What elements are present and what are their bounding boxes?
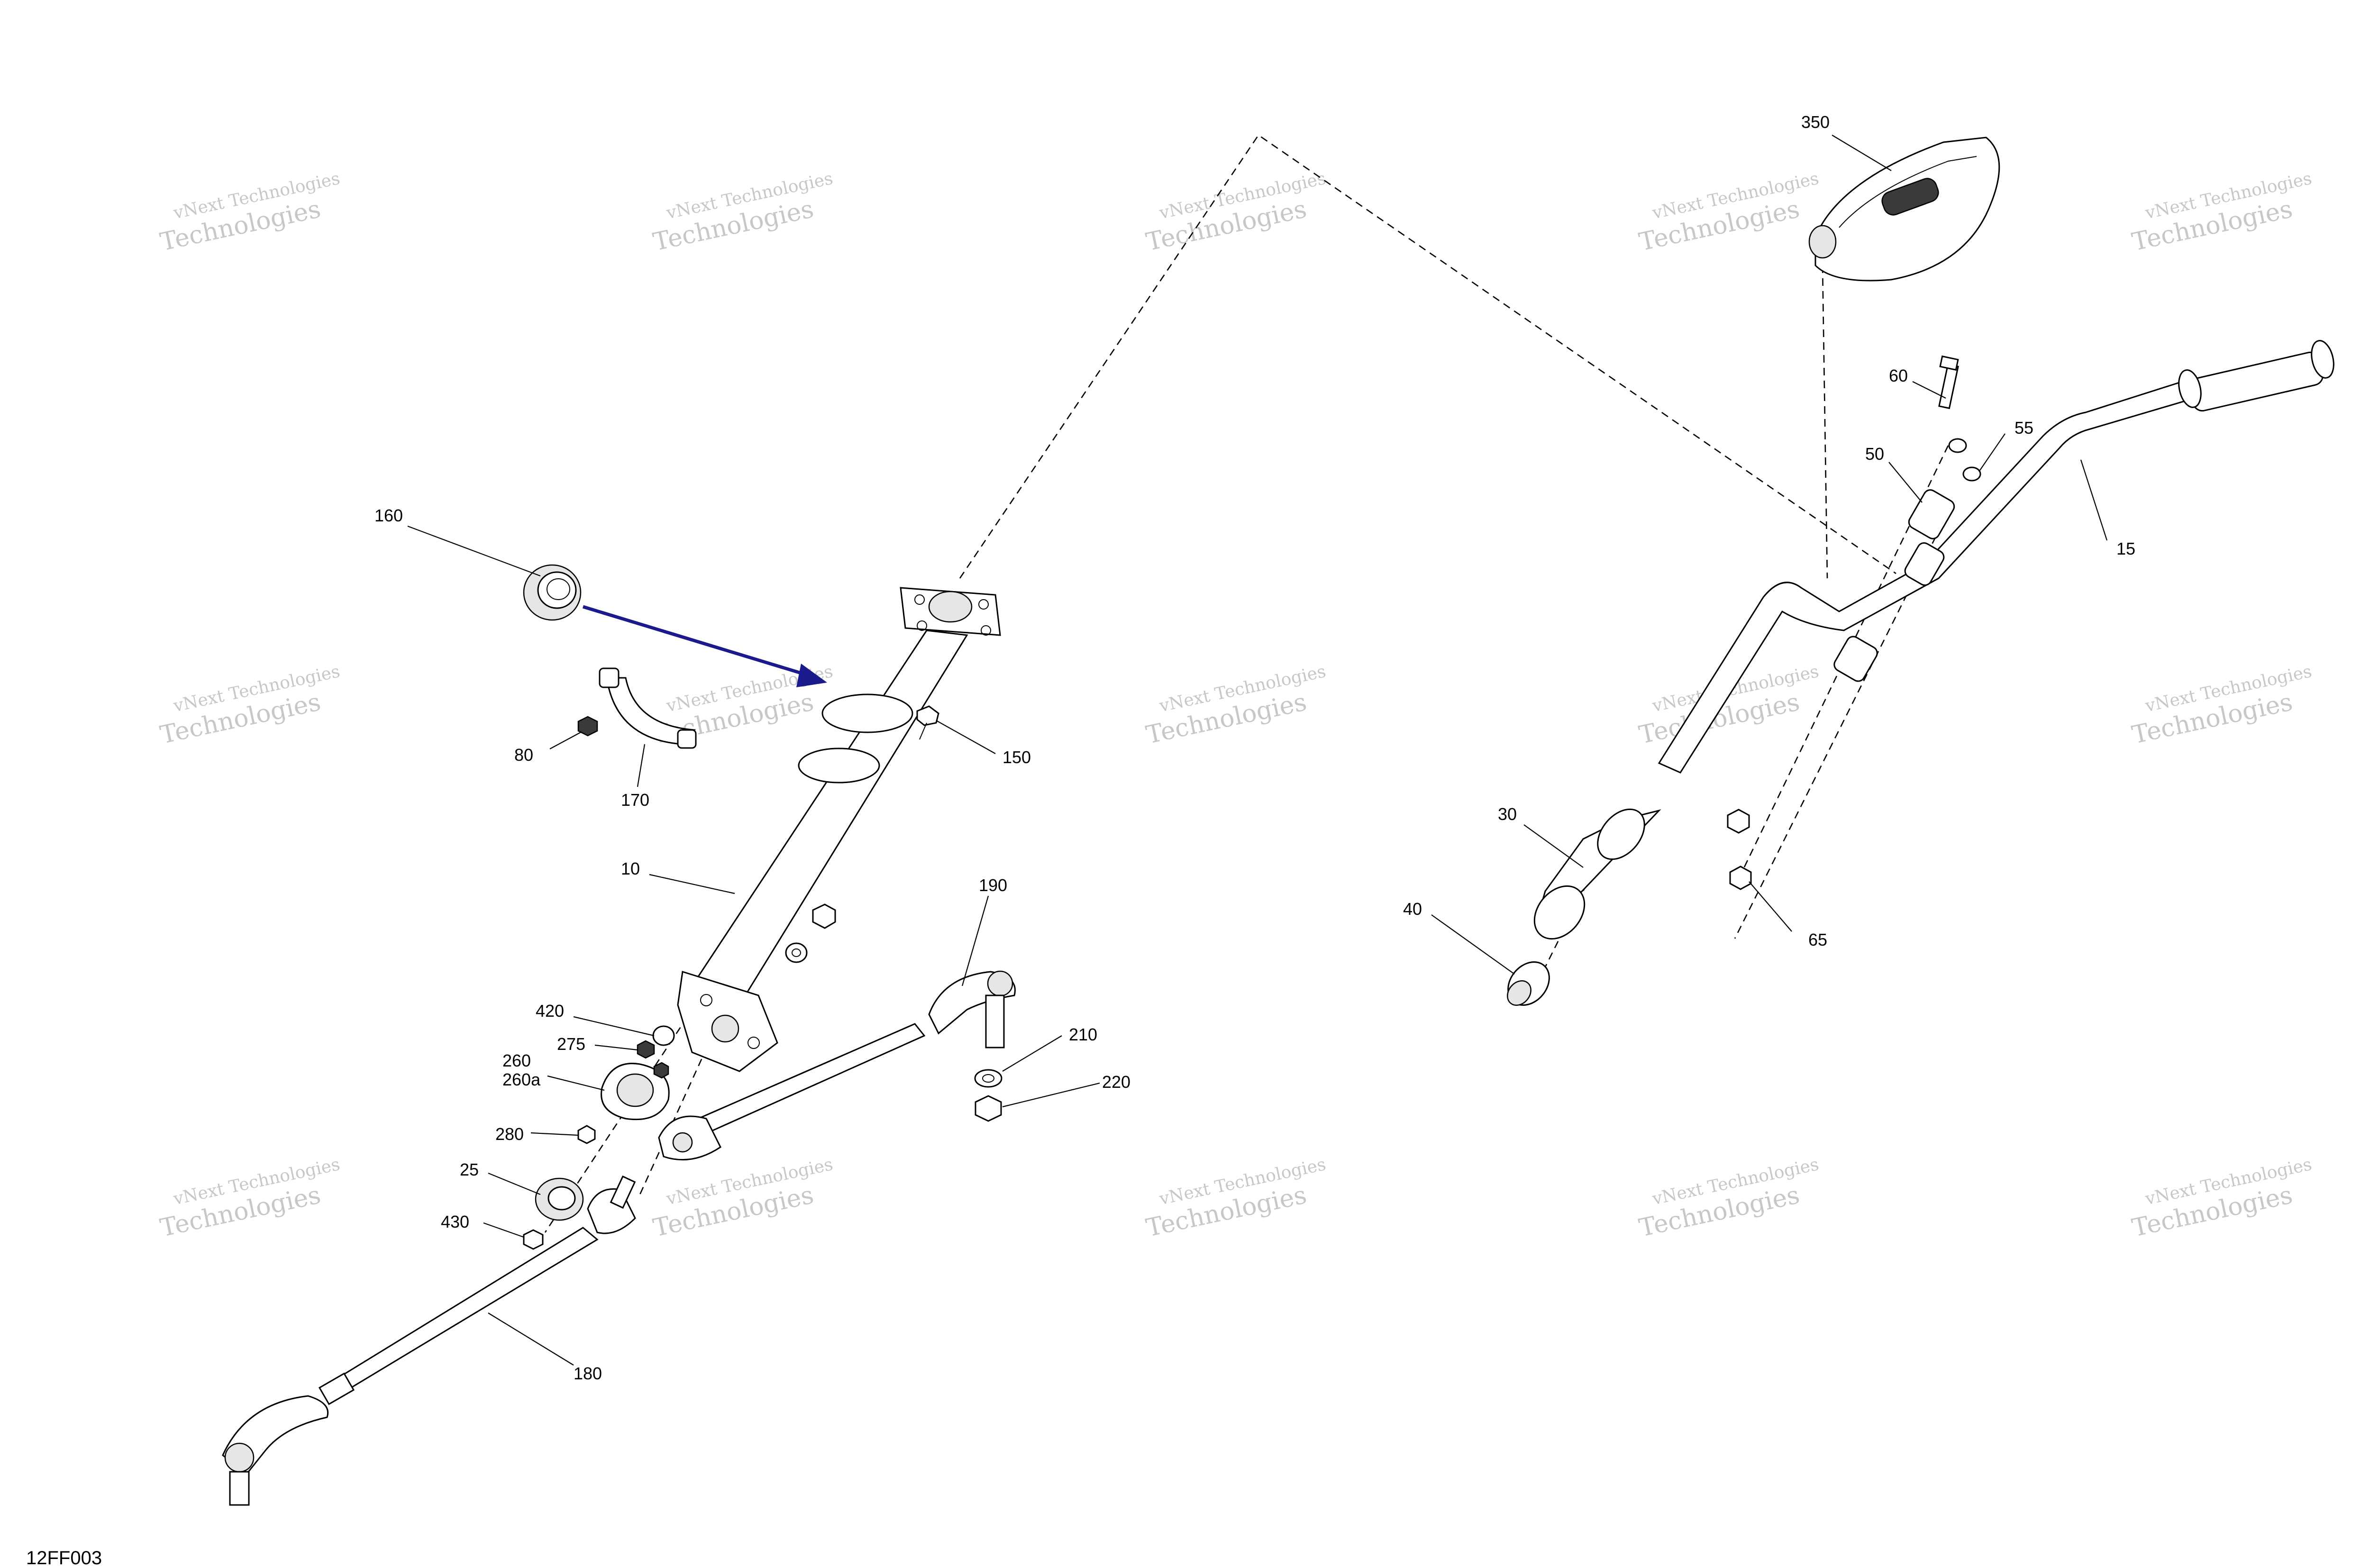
part-275-nut bbox=[637, 1040, 655, 1059]
part-210-washer bbox=[974, 1069, 1003, 1088]
upper-tie-rod bbox=[658, 1023, 926, 1161]
callout-25: 25 bbox=[460, 1160, 479, 1179]
callout-350: 350 bbox=[1801, 112, 1830, 132]
part-30-grip bbox=[1533, 808, 1661, 940]
callout-180: 180 bbox=[574, 1364, 602, 1383]
part-350-cover bbox=[1808, 137, 2000, 282]
part-260-plate bbox=[601, 1062, 670, 1121]
part-25-bearing bbox=[535, 1177, 584, 1221]
callout-10: 10 bbox=[621, 859, 640, 878]
callout-260: 260 bbox=[502, 1051, 531, 1070]
callout-275: 275 bbox=[557, 1034, 585, 1054]
callout-labels: 160 80 170 150 10 190 420 275 260 260a 2… bbox=[374, 112, 2135, 1383]
part-40-bar-end bbox=[1507, 961, 1550, 1006]
column-hardware bbox=[785, 903, 836, 963]
part-10-steering-column bbox=[677, 587, 1001, 1072]
part-430-bolt bbox=[523, 1229, 544, 1250]
part-190-tie-rod-end bbox=[928, 970, 1016, 1048]
callout-160: 160 bbox=[374, 506, 403, 525]
callout-30: 30 bbox=[1498, 804, 1517, 824]
callout-190: 190 bbox=[979, 875, 1007, 895]
part-280-bolt bbox=[577, 1125, 596, 1144]
part-160-bearing bbox=[523, 564, 582, 621]
callout-65: 65 bbox=[1808, 930, 1827, 949]
part-55-washer bbox=[1948, 438, 1981, 482]
part-220-nut bbox=[975, 1095, 1002, 1122]
callout-15: 15 bbox=[2116, 539, 2135, 558]
callout-210: 210 bbox=[1069, 1025, 1097, 1044]
part-150-bolt bbox=[916, 705, 939, 740]
callout-170: 170 bbox=[621, 790, 649, 810]
callout-40: 40 bbox=[1403, 899, 1422, 919]
callout-50: 50 bbox=[1865, 444, 1884, 464]
callout-55: 55 bbox=[2014, 418, 2033, 438]
callout-430: 430 bbox=[441, 1212, 469, 1231]
callout-80: 80 bbox=[514, 745, 533, 765]
part-180-tie-rod bbox=[222, 1175, 636, 1506]
diagram-code: 12FF003 bbox=[26, 1548, 102, 1568]
part-420-washer bbox=[652, 1025, 675, 1046]
part-60-bolt bbox=[1938, 355, 1959, 410]
callout-60: 60 bbox=[1889, 366, 1908, 385]
callout-420: 420 bbox=[536, 1001, 564, 1021]
callout-280: 280 bbox=[495, 1124, 524, 1144]
part-65-nut bbox=[1727, 809, 1752, 890]
part-50-clamp bbox=[1833, 489, 1955, 682]
direction-arrow bbox=[582, 605, 827, 687]
part-170-clamp bbox=[599, 667, 697, 749]
callout-150: 150 bbox=[1003, 748, 1031, 767]
leader-lines bbox=[407, 135, 2108, 1366]
part-80-nut bbox=[577, 716, 598, 737]
callout-220: 220 bbox=[1102, 1072, 1130, 1092]
callout-260a: 260a bbox=[502, 1070, 541, 1089]
